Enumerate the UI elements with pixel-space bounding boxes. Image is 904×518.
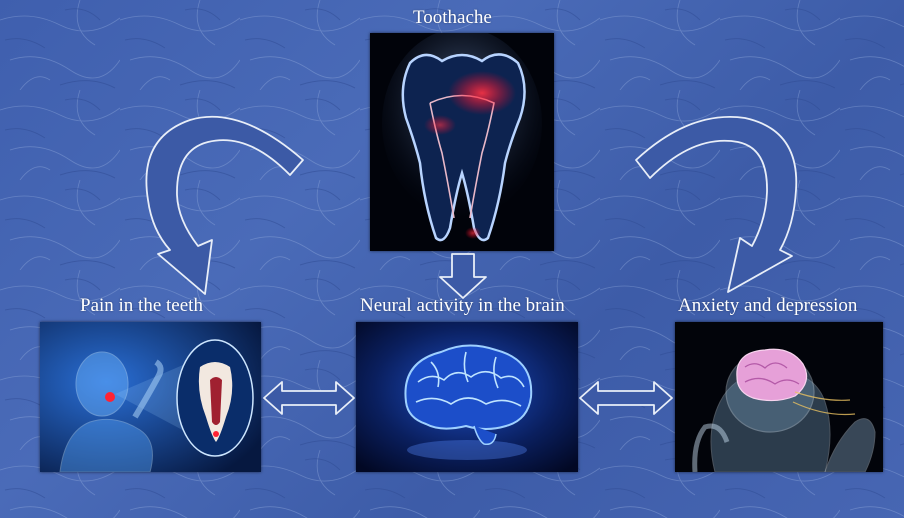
tooth-image bbox=[370, 33, 554, 251]
pain-in-teeth-image bbox=[40, 322, 261, 472]
anxiety-image bbox=[675, 322, 883, 472]
toothache-label: Toothache bbox=[413, 7, 492, 29]
brain-image bbox=[356, 322, 578, 472]
pain-in-teeth-label: Pain in the teeth bbox=[80, 295, 203, 317]
anxiety-depression-label: Anxiety and depression bbox=[678, 295, 857, 317]
neural-activity-label: Neural activity in the brain bbox=[360, 295, 565, 317]
